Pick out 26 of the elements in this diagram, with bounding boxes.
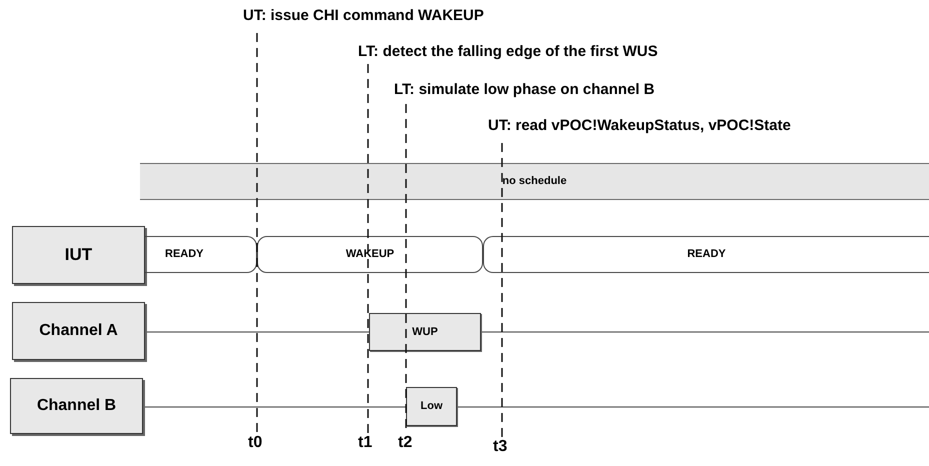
node-label: no schedule — [502, 174, 567, 190]
node-label: WUP — [412, 324, 438, 340]
node-label: Channel A — [39, 321, 118, 341]
annotation-text: UT: issue CHI command WAKEUP — [243, 8, 484, 23]
lane-label-box — [12, 302, 145, 360]
node-label: WAKEUP — [346, 247, 394, 262]
state-segment — [483, 236, 929, 273]
node-label: Channel B — [36, 396, 116, 416]
time-label: t2 — [398, 435, 412, 451]
annotation-text: UT: read vPOC!WakeupStatus, vPOC!State — [488, 118, 791, 133]
annotation-text: LT: simulate low phase on channel B — [394, 82, 655, 97]
pulse-box — [406, 387, 457, 426]
node-label: Low — [420, 399, 442, 414]
annotation-text: LT: detect the falling edge of the first WUS — [358, 44, 658, 59]
lane-label-box — [10, 378, 143, 434]
time-label: t0 — [248, 435, 262, 451]
node-label: READY — [165, 247, 204, 262]
node-label: READY — [687, 247, 726, 262]
schedule-band — [140, 163, 929, 200]
node-label: IUT — [64, 244, 92, 266]
time-label: t3 — [493, 439, 508, 455]
pulse-box — [369, 313, 481, 351]
state-segment — [257, 236, 483, 273]
lane-label-box — [12, 226, 145, 284]
time-label: t1 — [358, 435, 372, 451]
state-segment — [145, 236, 257, 273]
